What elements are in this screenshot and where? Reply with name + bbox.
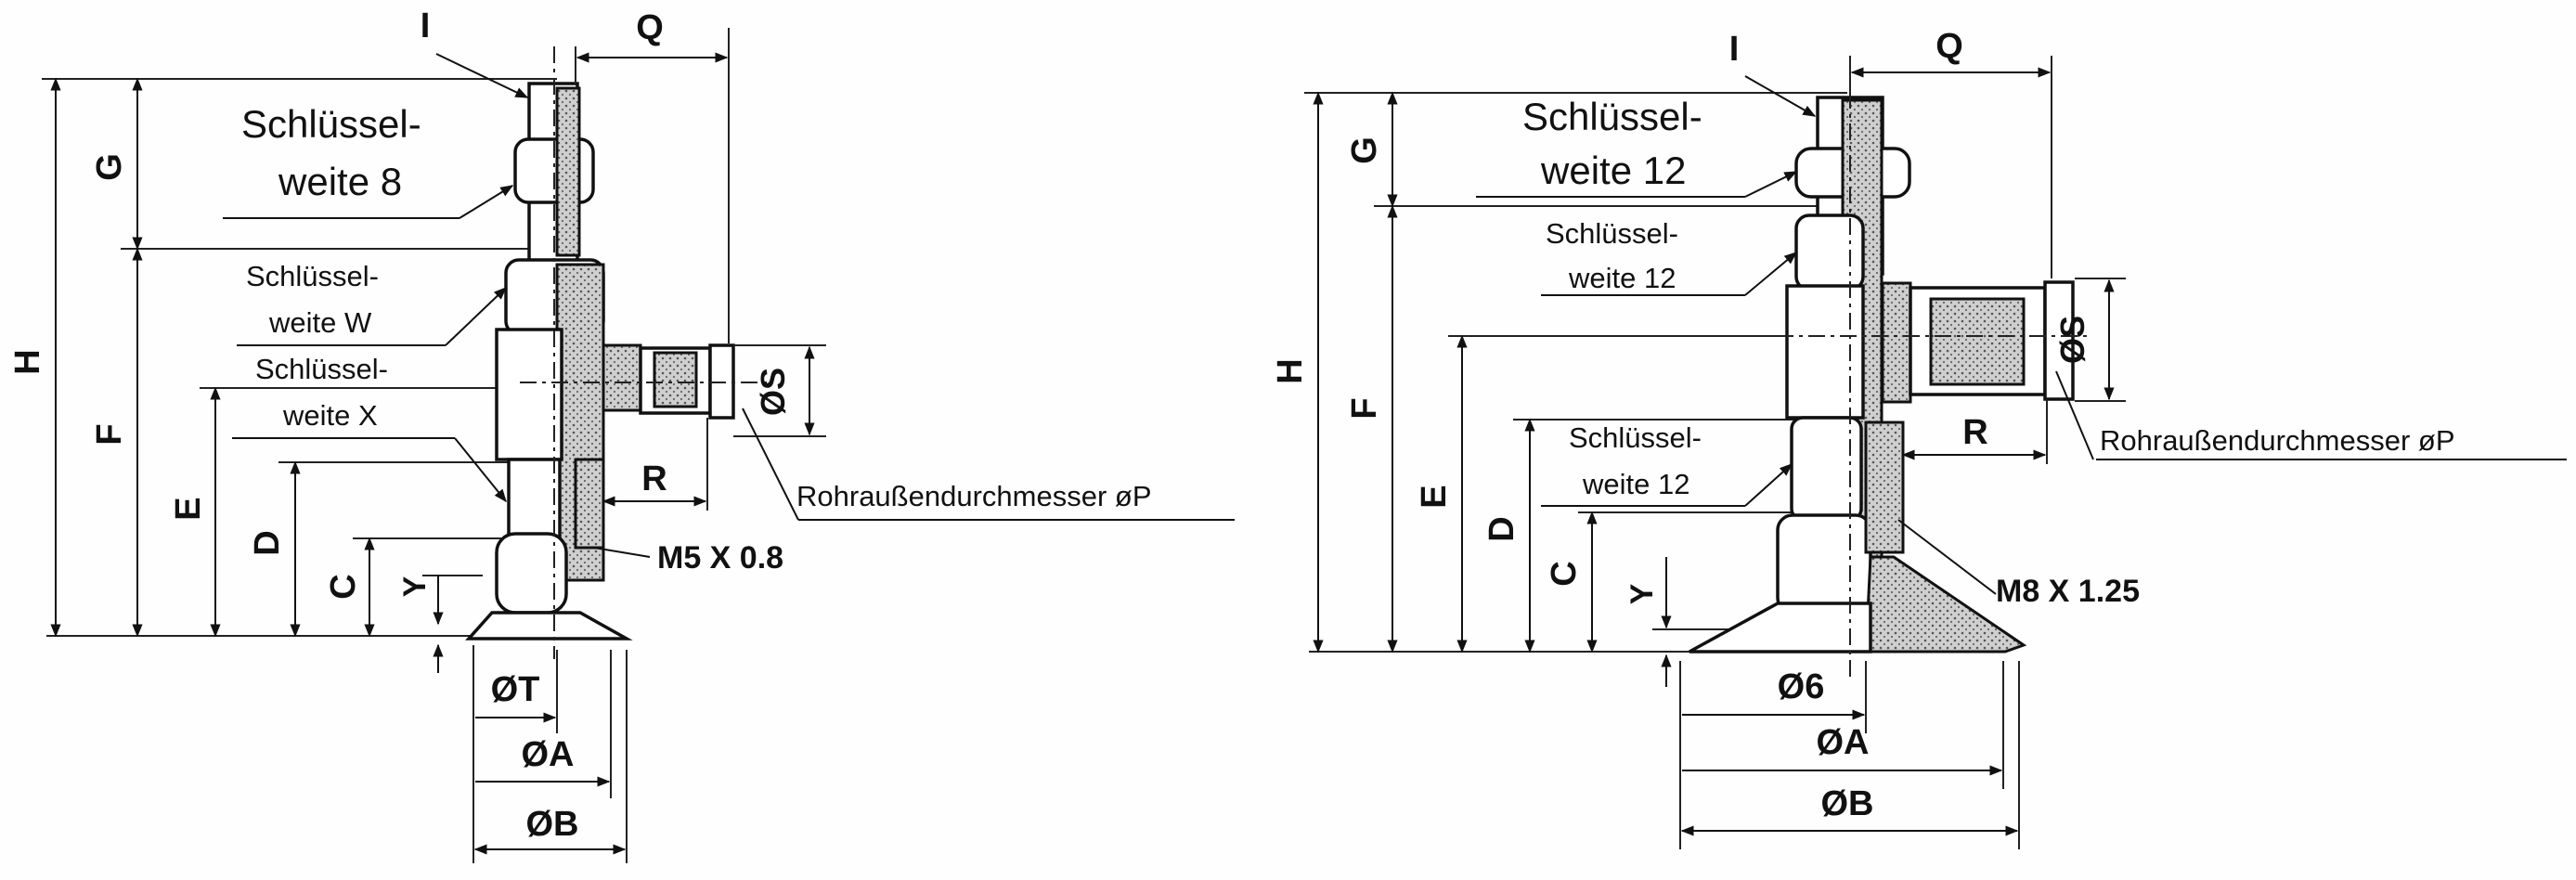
right-dim-Q: Q — [1935, 27, 1963, 66]
right-wrench-low-line2: weite 12 — [1582, 468, 1689, 500]
right-dim-C: C — [1545, 561, 1584, 586]
left-wrench-8-line2: weite 8 — [278, 160, 402, 203]
right-dim-D: D — [1482, 516, 1521, 541]
left-wrench-w-line2: weite W — [268, 306, 372, 339]
left-lower-shaft — [507, 458, 562, 545]
right-dim-E: E — [1415, 485, 1454, 508]
left-wrench-x-line1: Schlüssel- — [255, 353, 388, 385]
right-dim-S: ØS — [2053, 316, 2091, 364]
left-dim-T: ØT — [491, 670, 540, 709]
left-hex-x — [495, 328, 563, 461]
right-dim-B: ØB — [1821, 784, 1874, 823]
right-cup-neck — [1776, 513, 1872, 615]
left-cup-neck — [495, 532, 568, 615]
left-thread-label: M5 X 0.8 — [657, 540, 783, 576]
left-dim-R: R — [641, 459, 667, 498]
right-wrench-top-line2: weite 12 — [1540, 149, 1686, 192]
left-tube-od-label: Rohraußendurchmesser øP — [796, 480, 1152, 512]
right-tube-od-label: Rohraußendurchmesser øP — [2100, 424, 2455, 457]
right-suction-cup — [1689, 602, 1872, 654]
left-suction-cup — [465, 611, 633, 641]
right-dim-6: Ø6 — [1778, 667, 1825, 706]
left-dim-G: G — [90, 153, 129, 181]
left-dim-A: ØA — [522, 735, 575, 774]
left-dim-Q: Q — [636, 8, 664, 47]
left-dim-E: E — [169, 497, 208, 520]
left-wrench-w-line1: Schlüssel- — [246, 260, 379, 292]
left-wrench-8-line1: Schlüssel- — [241, 102, 421, 146]
right-body-block — [1785, 284, 1865, 420]
right-dim-G: G — [1345, 136, 1384, 164]
left-dim-D: D — [248, 530, 287, 555]
right-wrench-low-line1: Schlüssel- — [1569, 421, 1702, 454]
right-dim-H: H — [1271, 358, 1310, 383]
right-dim-I: I — [1729, 30, 1740, 69]
left-dim-Y: Y — [397, 576, 433, 597]
left-dim-C: C — [324, 574, 363, 599]
right-dim-R: R — [1962, 413, 1987, 452]
right-wrench-mid-line2: weite 12 — [1568, 262, 1676, 294]
right-wrench-mid-line1: Schlüssel- — [1546, 217, 1678, 250]
right-dim-Y: Y — [1625, 583, 1660, 604]
right-dim-F: F — [1345, 397, 1384, 419]
right-cup-drawing: H G F E D C Y I Q ØS R — [1271, 27, 2567, 849]
left-dim-H: H — [8, 349, 47, 374]
right-hex-mid — [1794, 214, 1865, 291]
left-dim-I: I — [421, 6, 431, 45]
left-dim-S: ØS — [754, 368, 792, 416]
left-dim-F: F — [90, 423, 129, 445]
left-cup-drawing: H G F E D C Y I Q ØS R — [8, 6, 1235, 863]
left-wrench-x-line2: weite X — [282, 399, 378, 432]
right-dim-A: ØA — [1817, 723, 1870, 762]
right-thread-label: M8 X 1.25 — [1996, 574, 2140, 609]
left-dim-B: ØB — [526, 805, 579, 844]
right-wrench-top-line1: Schlüssel- — [1522, 95, 1702, 138]
